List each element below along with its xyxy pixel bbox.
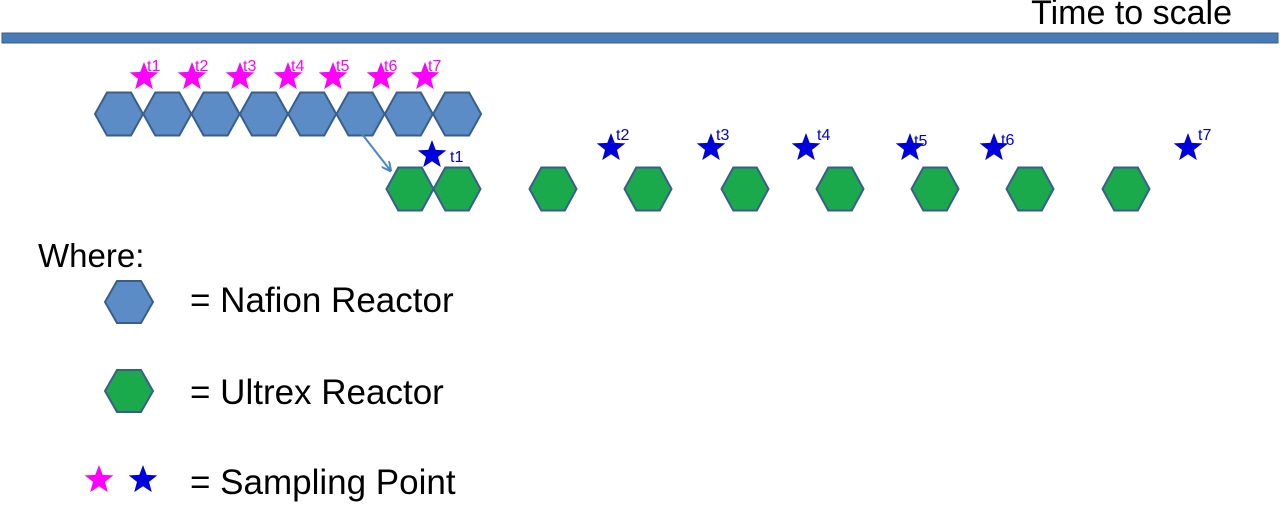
ultrex-reactor-hexagon	[385, 166, 435, 212]
nafion-sampling-star-icon	[225, 62, 255, 90]
nafion-sampling-star-icon	[177, 62, 207, 90]
ultrex-reactor-hexagon	[1101, 166, 1151, 212]
nafion-sampling-label: t6	[384, 58, 397, 75]
nafion-sampling-star-icon	[273, 62, 303, 90]
timeline-bar	[1, 32, 1279, 44]
nafion-reactor-row	[93, 91, 483, 137]
transfer-arrow	[361, 133, 390, 170]
ultrex-sampling-star-icon	[1173, 133, 1203, 161]
nafion-reactor-hexagon	[431, 91, 483, 137]
nafion-sampling-label: t4	[291, 58, 304, 75]
ultrex-sampling-star-icon	[596, 133, 626, 161]
ultrex-sampling-star-icon	[895, 133, 925, 161]
legend-ultrex-text: = Ultrex Reactor	[190, 373, 444, 412]
legend-nafion-text: = Nafion Reactor	[190, 281, 454, 320]
nafion-sampling-label: t3	[243, 58, 256, 75]
ultrex-sampling-star-icon	[791, 133, 821, 161]
ultrex-reactor-hexagon	[910, 166, 960, 212]
nafion-sampling-label: t5	[336, 58, 349, 75]
nafion-reactor-hexagon	[383, 91, 434, 137]
ultrex-reactor-hexagon	[432, 166, 482, 212]
nafion-reactor-hexagon	[190, 91, 241, 137]
ultrex-reactor-hexagon	[528, 166, 578, 212]
magenta-star-icon	[84, 465, 114, 493]
ultrex-sampling-label: t3	[716, 127, 729, 144]
nafion-sampling-star-icon	[129, 62, 159, 90]
legend-icons	[84, 280, 158, 493]
ultrex-sampling-points: t1 t2 t3 t4 t5 t6 t7	[417, 127, 1211, 168]
nafion-sampling-label: t2	[195, 58, 208, 75]
blue-star-icon	[128, 465, 158, 493]
nafion-sampling-points: t1 t2 t3 t4 t5 t6 t7	[129, 58, 441, 90]
nafion-sampling-label: t7	[428, 58, 441, 75]
time-to-scale-label: Time to scale	[1031, 0, 1232, 32]
ultrex-reactor-row	[385, 166, 1151, 212]
nafion-reactor-hexagon	[142, 91, 193, 137]
nafion-reactor-hexagon	[238, 91, 290, 137]
ultrex-sampling-label: t1	[450, 149, 463, 166]
nafion-reactor-hexagon	[335, 91, 386, 137]
nafion-sampling-star-icon	[318, 62, 348, 90]
legend-sampling-text: = Sampling Point	[190, 463, 456, 502]
nafion-sampling-star-icon	[366, 62, 396, 90]
ultrex-reactor-hexagon	[1005, 166, 1055, 212]
nafion-reactor-hexagon	[93, 91, 145, 137]
ultrex-sampling-label: t5	[914, 133, 927, 150]
blue-hexagon-icon	[103, 280, 155, 324]
ultrex-sampling-label: t4	[817, 127, 830, 144]
ultrex-reactor-hexagon	[623, 166, 673, 212]
ultrex-reactor-hexagon	[815, 166, 865, 212]
ultrex-sampling-star-icon	[417, 140, 447, 168]
nafion-reactor-hexagon	[287, 91, 338, 137]
ultrex-reactor-hexagon	[720, 166, 770, 212]
nafion-sampling-label: t1	[147, 58, 160, 75]
green-hexagon-icon	[103, 369, 155, 413]
ultrex-sampling-star-icon	[979, 133, 1009, 161]
legend-title: Where:	[38, 237, 145, 274]
ultrex-sampling-label: t7	[1198, 127, 1211, 144]
ultrex-sampling-label: t6	[1001, 132, 1014, 149]
ultrex-sampling-star-icon	[696, 133, 726, 161]
ultrex-sampling-label: t2	[616, 127, 629, 144]
nafion-sampling-star-icon	[410, 62, 440, 90]
